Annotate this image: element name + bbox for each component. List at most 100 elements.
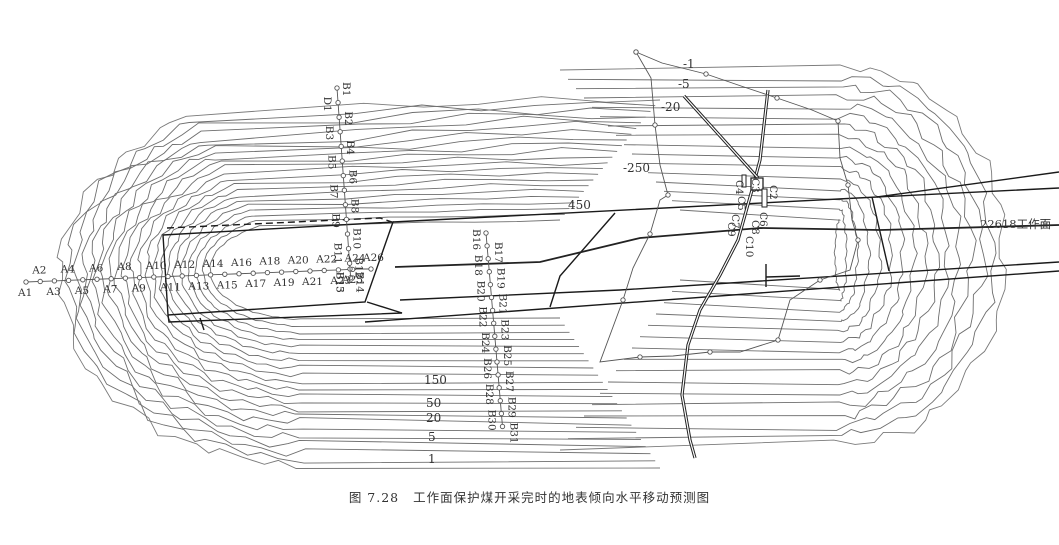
- contour-line: [194, 208, 570, 335]
- contour-label-50: 50: [426, 396, 441, 410]
- survey-point: [486, 269, 492, 275]
- survey-point-label: A12: [173, 259, 195, 271]
- survey-point: [347, 275, 354, 281]
- observation-line-polygon: [599, 51, 859, 363]
- survey-point: [293, 268, 299, 275]
- survey-point-label: B1: [340, 82, 352, 96]
- contour-label-neg-20: -20: [661, 100, 680, 114]
- survey-point-label: C8: [749, 220, 761, 235]
- survey-point: [637, 354, 643, 360]
- survey-point: [51, 278, 58, 284]
- survey-point-label: A22: [315, 253, 337, 265]
- survey-point-label: B6: [346, 170, 358, 185]
- contour-line: [209, 219, 561, 320]
- contour-line: [583, 94, 977, 420]
- survey-line-b-south: [485, 232, 503, 427]
- survey-point-label: B24: [479, 332, 491, 353]
- panel-main-lower-edge: [399, 261, 1059, 301]
- panel-west-block: [162, 221, 395, 316]
- contour-line: [91, 120, 637, 433]
- survey-point: [165, 273, 171, 280]
- contour-line: [79, 112, 646, 448]
- survey-point: [499, 423, 506, 430]
- survey-point-label: A13: [187, 280, 209, 292]
- survey-point: [278, 269, 285, 275]
- panel-cross-cut-2: [871, 196, 890, 272]
- survey-point: [633, 49, 639, 55]
- survey-point: [94, 276, 100, 282]
- survey-point-label: B18: [472, 255, 484, 276]
- survey-point: [775, 337, 781, 343]
- contour-line: [639, 162, 893, 343]
- survey-point: [80, 277, 86, 283]
- survey-point-label: C5: [735, 196, 747, 211]
- survey-point: [703, 71, 709, 77]
- building-icon: [741, 174, 747, 188]
- survey-point-label: B19: [494, 268, 506, 289]
- survey-point: [497, 398, 503, 404]
- survey-point-label: C4: [733, 180, 745, 195]
- survey-point: [488, 294, 495, 301]
- survey-point-label: A5: [74, 285, 89, 297]
- survey-point-label: B31: [508, 423, 520, 444]
- survey-point-label: A23: [329, 275, 351, 287]
- survey-point-label: B10: [351, 228, 363, 249]
- survey-point-label: B21: [497, 294, 509, 315]
- survey-point-label: A18: [258, 256, 280, 268]
- building-icon: [761, 188, 768, 208]
- contours-right-lobe: [559, 64, 1007, 451]
- survey-point-label: D1: [321, 97, 333, 112]
- contour-line: [144, 167, 603, 385]
- survey-point-label: B2: [342, 111, 354, 125]
- survey-point-label: A10: [145, 260, 167, 272]
- survey-point: [346, 260, 353, 266]
- contour-line: [158, 178, 594, 369]
- survey-point: [250, 270, 256, 276]
- contour-line: [171, 188, 584, 355]
- road-branch-centerline: [683, 95, 759, 179]
- contour-label-5: 5: [428, 430, 436, 444]
- contour-line: [99, 129, 632, 426]
- point-labels: A1A2A3A4A5A6A7A8A9A10A11A12A13A14A15A16A…: [17, 82, 779, 444]
- coal-seam-roadway: [394, 224, 1059, 268]
- contour-line: [575, 84, 989, 431]
- contour-line: [631, 153, 906, 354]
- contour-line: [84, 115, 641, 440]
- survey-point-label: A25: [341, 274, 363, 286]
- survey-point-label: B7: [327, 184, 339, 198]
- survey-point: [343, 216, 350, 223]
- survey-point-label: C3: [749, 178, 761, 193]
- survey-point-label: A26: [362, 252, 384, 264]
- survey-lines: [23, 49, 861, 430]
- survey-point: [707, 349, 713, 355]
- contour-line: [187, 202, 575, 340]
- survey-point-label: B13: [334, 272, 346, 293]
- survey-point: [338, 143, 344, 150]
- survey-point: [307, 268, 313, 274]
- survey-point: [485, 256, 491, 262]
- contour-label-neg-1: -1: [683, 57, 695, 71]
- panel-north-boundary-dashed: [166, 217, 393, 229]
- contour-line: [72, 107, 651, 457]
- survey-point: [151, 274, 157, 280]
- survey-point-label: A14: [202, 258, 224, 270]
- survey-point-label: B11: [332, 243, 344, 264]
- survey-point-label: A17: [244, 278, 266, 290]
- survey-point-label: B20: [474, 281, 486, 302]
- panel-west-block-lower: [167, 301, 403, 323]
- contour-line: [201, 213, 565, 327]
- survey-point: [136, 274, 143, 281]
- survey-point-label: B3: [323, 126, 335, 140]
- contour-line: [113, 142, 622, 413]
- survey-point: [222, 271, 228, 277]
- survey-point: [495, 372, 501, 378]
- survey-point: [368, 266, 374, 272]
- survey-point: [337, 129, 343, 135]
- contour-label-450: 450: [568, 198, 591, 212]
- survey-point-label: B16: [470, 229, 482, 250]
- working-face-label: 22618工作面: [980, 217, 1051, 231]
- contour-line: [106, 136, 627, 419]
- survey-point-label: A1: [17, 287, 32, 299]
- survey-point-label: B5: [325, 155, 337, 169]
